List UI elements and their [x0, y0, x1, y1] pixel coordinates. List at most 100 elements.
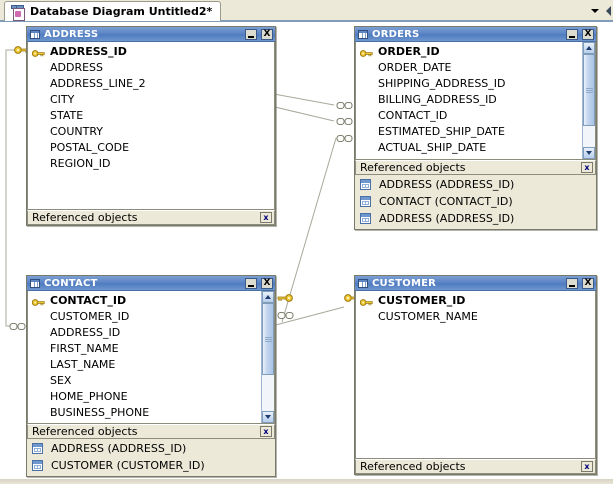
referenced-objects-label: Referenced objects	[32, 425, 138, 438]
column-row[interactable]: POSTAL_CODE	[28, 140, 274, 156]
referenced-object-label: CUSTOMER (CUSTOMER_ID)	[51, 459, 205, 472]
key-icon-contact-pk	[277, 293, 293, 306]
column-row[interactable]: CONTACT_ID	[28, 293, 261, 309]
referenced-object-label: ADDRESS (ADDRESS_ID)	[379, 212, 515, 225]
close-button[interactable]: X	[582, 28, 594, 40]
table-name-label: ADDRESS	[44, 28, 99, 40]
columns-container: CUSTOMER_ID CUSTOMER_NAME	[356, 291, 595, 458]
column-row[interactable]: LAST_NAME	[28, 357, 261, 373]
column-row[interactable]: HOME_PHONE	[28, 389, 261, 405]
referenced-object-item[interactable]: CUSTOMER (CUSTOMER_ID)	[27, 457, 275, 474]
fk-chain-icon-billing-address	[336, 116, 354, 129]
referenced-objects-close-icon[interactable]: x	[581, 162, 593, 173]
table-ref-icon	[32, 460, 43, 471]
close-button[interactable]: X	[261, 277, 273, 289]
column-row[interactable]: ADDRESS_LINE_2	[28, 76, 274, 92]
scrollbar-thumb[interactable]	[262, 303, 274, 375]
close-button[interactable]: X	[261, 28, 273, 40]
column-name: BILLING_ADDRESS_ID	[378, 93, 497, 106]
primary-key-icon	[359, 296, 373, 306]
fk-chain-icon-contact-address	[9, 321, 27, 334]
scrollbar-track[interactable]	[262, 303, 274, 411]
column-row[interactable]: REGION_ID	[28, 156, 274, 172]
column-row[interactable]: SEX	[28, 373, 261, 389]
column-row[interactable]: ESTIMATED_SHIP_DATE	[356, 124, 582, 140]
column-row[interactable]: BILLING_ADDRESS_ID	[356, 92, 582, 108]
column-list-customer[interactable]: CUSTOMER_ID CUSTOMER_NAME	[355, 291, 596, 459]
tab-strip-underline	[0, 20, 613, 21]
column-name: ORDER_ID	[378, 45, 440, 58]
scroll-up-button[interactable]	[262, 291, 274, 303]
scroll-down-button[interactable]	[262, 411, 274, 423]
column-row[interactable]: COUNTRY	[28, 124, 274, 140]
table-titlebar-address[interactable]: ADDRESS X	[27, 27, 275, 42]
column-row[interactable]: SHIPPING_ADDRESS_ID	[356, 76, 582, 92]
referenced-object-item[interactable]: ADDRESS (ADDRESS_ID)	[27, 440, 275, 457]
scrollbar-thumb[interactable]	[583, 54, 595, 126]
column-name: STATE	[50, 109, 84, 122]
column-row[interactable]: ADDRESS	[28, 60, 274, 76]
column-row[interactable]: CUSTOMER_ID	[28, 309, 261, 325]
column-name: LAST_NAME	[50, 358, 116, 371]
column-row[interactable]: ORDER_ID	[356, 44, 582, 60]
close-button[interactable]: X	[582, 277, 594, 289]
referenced-object-item[interactable]: ADDRESS (ADDRESS_ID)	[355, 210, 596, 227]
table-window-customer[interactable]: CUSTOMER X CUSTOMER_ID CUSTOMER_NAME Referen…	[354, 275, 597, 475]
referenced-object-item[interactable]: CONTACT (CONTACT_ID)	[355, 193, 596, 210]
minimize-button[interactable]	[245, 277, 257, 289]
vertical-scrollbar[interactable]	[582, 42, 595, 159]
scrollbar-track[interactable]	[583, 54, 595, 147]
table-name-label: ORDERS	[372, 28, 420, 40]
referenced-objects-close-icon[interactable]: x	[581, 461, 593, 472]
column-row[interactable]: STATE	[28, 108, 274, 124]
column-row[interactable]: ADDRESS_ID	[28, 44, 274, 60]
chevron-down-icon[interactable]	[591, 9, 599, 13]
column-row[interactable]: ADDRESS_ID	[28, 325, 261, 341]
referenced-objects-label: Referenced objects	[32, 211, 138, 224]
column-name: ADDRESS	[50, 61, 104, 74]
vertical-scrollbar[interactable]	[261, 291, 274, 423]
column-row[interactable]: ACTUAL_SHIP_DATE	[356, 140, 582, 156]
referenced-object-item[interactable]: ADDRESS (ADDRESS_ID)	[355, 176, 596, 193]
referenced-objects-bar[interactable]: Referenced objects x	[27, 424, 275, 439]
column-row[interactable]: ORDER_DATE	[356, 60, 582, 76]
column-name: CUSTOMER_ID	[378, 294, 466, 307]
column-row[interactable]: FIRST_NAME	[28, 341, 261, 357]
column-row[interactable]: CONTACT_ID	[356, 108, 582, 124]
primary-key-icon	[359, 47, 373, 57]
column-row[interactable]: CITY	[28, 92, 274, 108]
table-titlebar-customer[interactable]: CUSTOMER X	[355, 276, 596, 291]
tab-database-diagram[interactable]: Database Diagram Untitled2*	[4, 1, 222, 21]
column-name: COUNTRY	[50, 125, 103, 138]
primary-key-icon	[31, 47, 45, 57]
minimize-button[interactable]	[245, 28, 257, 40]
diagram-icon	[11, 4, 25, 21]
scroll-down-button[interactable]	[583, 147, 595, 159]
column-name: HOME_PHONE	[50, 390, 128, 403]
minimize-button[interactable]	[566, 28, 578, 40]
referenced-objects-bar[interactable]: Referenced objects x	[27, 210, 275, 225]
column-row[interactable]: BUSINESS_PHONE	[28, 405, 261, 421]
left-arrow-icon[interactable]	[606, 6, 611, 16]
column-row[interactable]: CUSTOMER_ID	[356, 293, 595, 309]
referenced-objects-close-icon[interactable]: x	[260, 426, 272, 437]
table-name-label: CUSTOMER	[372, 277, 437, 289]
referenced-objects-close-icon[interactable]: x	[260, 212, 272, 223]
column-row[interactable]: CUSTOMER_NAME	[356, 309, 595, 325]
minimize-button[interactable]	[566, 277, 578, 289]
table-titlebar-orders[interactable]: ORDERS X	[355, 27, 596, 42]
scroll-up-button[interactable]	[583, 42, 595, 54]
